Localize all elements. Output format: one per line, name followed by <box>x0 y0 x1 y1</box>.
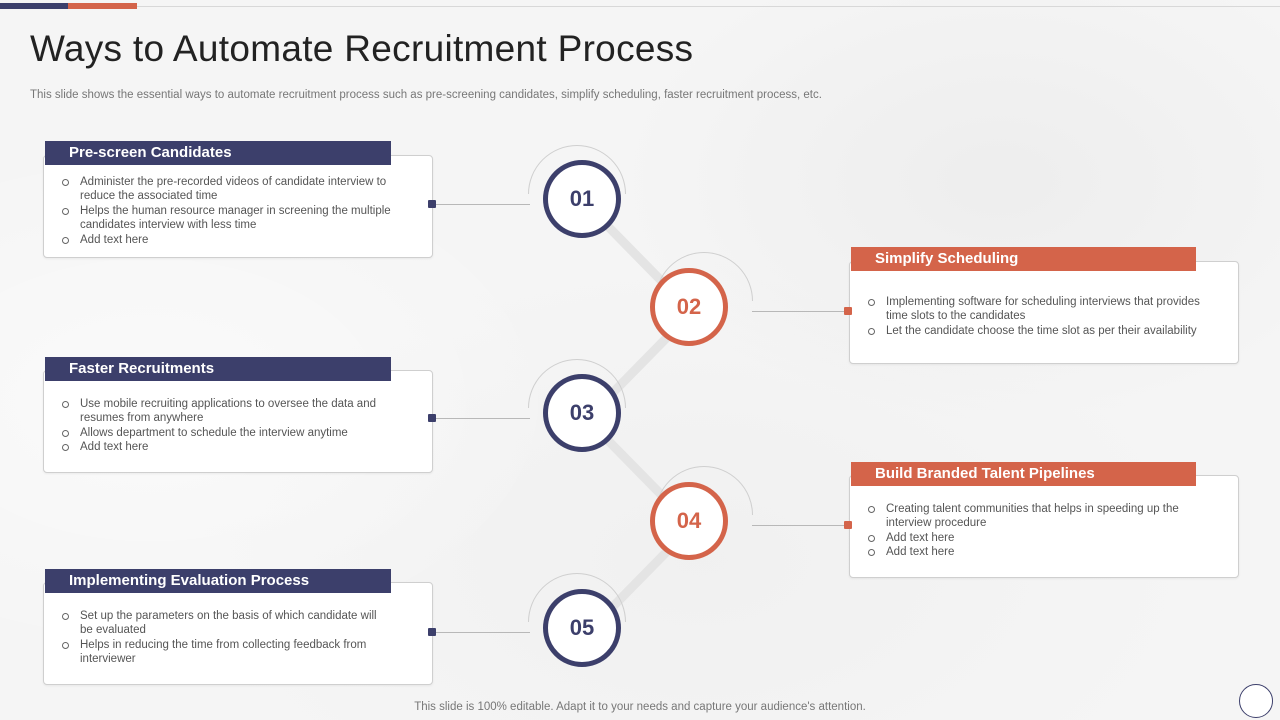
corner-circle-icon <box>1239 684 1273 718</box>
slide-footer: This slide is 100% editable. Adapt it to… <box>414 701 866 713</box>
accent-bar-orange <box>68 3 137 9</box>
step-number: 01 <box>569 186 595 211</box>
step-heading-05: Implementing Evaluation Process <box>45 569 391 593</box>
step-03-bullets: Use mobile recruiting applications to ov… <box>60 397 390 455</box>
connector-dot-01 <box>428 200 436 208</box>
step-number: 03 <box>569 400 595 425</box>
slide-title: Ways to Automate Recruitment Process <box>30 28 694 69</box>
list-item: Add text here <box>60 233 400 247</box>
step-heading-03: Faster Recruitments <box>45 357 391 381</box>
step-number: 05 <box>569 615 595 640</box>
step-heading-01: Pre-screen Candidates <box>45 141 391 165</box>
list-item: Creating talent communities that helps i… <box>866 502 1206 531</box>
step-heading-02: Simplify Scheduling <box>851 247 1196 271</box>
step-card-03: Use mobile recruiting applications to ov… <box>43 370 433 473</box>
step-number: 04 <box>676 508 702 533</box>
step-heading-04: Build Branded Talent Pipelines <box>851 462 1196 486</box>
connector-dot-04 <box>844 521 852 529</box>
step-card-04: Creating talent communities that helps i… <box>849 475 1239 578</box>
connector-line-04 <box>752 525 844 526</box>
step-card-05: Set up the parameters on the basis of wh… <box>43 582 433 685</box>
list-item: Implementing software for scheduling int… <box>866 295 1216 324</box>
step-card-01: Administer the pre-recorded videos of ca… <box>43 155 433 258</box>
connector-dot-05 <box>428 628 436 636</box>
connector-dot-02 <box>844 307 852 315</box>
step-02-bullets: Implementing software for scheduling int… <box>866 295 1216 338</box>
list-item: Helps in reducing the time from collecti… <box>60 638 380 667</box>
step-number-circle-04: 04 <box>650 482 728 560</box>
step-number: 02 <box>676 294 702 319</box>
step-number-circle-05: 05 <box>543 589 621 667</box>
list-item: Allows department to schedule the interv… <box>60 426 390 440</box>
top-rule <box>0 6 1280 7</box>
connector-line-02 <box>752 311 844 312</box>
list-item: Add text here <box>866 531 1206 545</box>
connector-line-03 <box>436 418 530 419</box>
step-01-bullets: Administer the pre-recorded videos of ca… <box>60 175 400 247</box>
list-item: Use mobile recruiting applications to ov… <box>60 397 390 426</box>
step-05-bullets: Set up the parameters on the basis of wh… <box>60 609 380 667</box>
connector-line-01 <box>436 204 530 205</box>
slide-subtitle: This slide shows the essential ways to a… <box>30 89 822 101</box>
list-item: Set up the parameters on the basis of wh… <box>60 609 380 638</box>
step-number-circle-01: 01 <box>543 160 621 238</box>
accent-bar-navy <box>0 3 68 9</box>
list-item: Helps the human resource manager in scre… <box>60 204 400 233</box>
connector-line-05 <box>436 632 530 633</box>
step-number-circle-03: 03 <box>543 374 621 452</box>
list-item: Administer the pre-recorded videos of ca… <box>60 175 400 204</box>
step-number-circle-02: 02 <box>650 268 728 346</box>
step-04-bullets: Creating talent communities that helps i… <box>866 502 1206 560</box>
list-item: Add text here <box>60 440 390 454</box>
list-item: Let the candidate choose the time slot a… <box>866 324 1216 338</box>
step-card-02: Implementing software for scheduling int… <box>849 261 1239 364</box>
connector-dot-03 <box>428 414 436 422</box>
list-item: Add text here <box>866 545 1206 559</box>
